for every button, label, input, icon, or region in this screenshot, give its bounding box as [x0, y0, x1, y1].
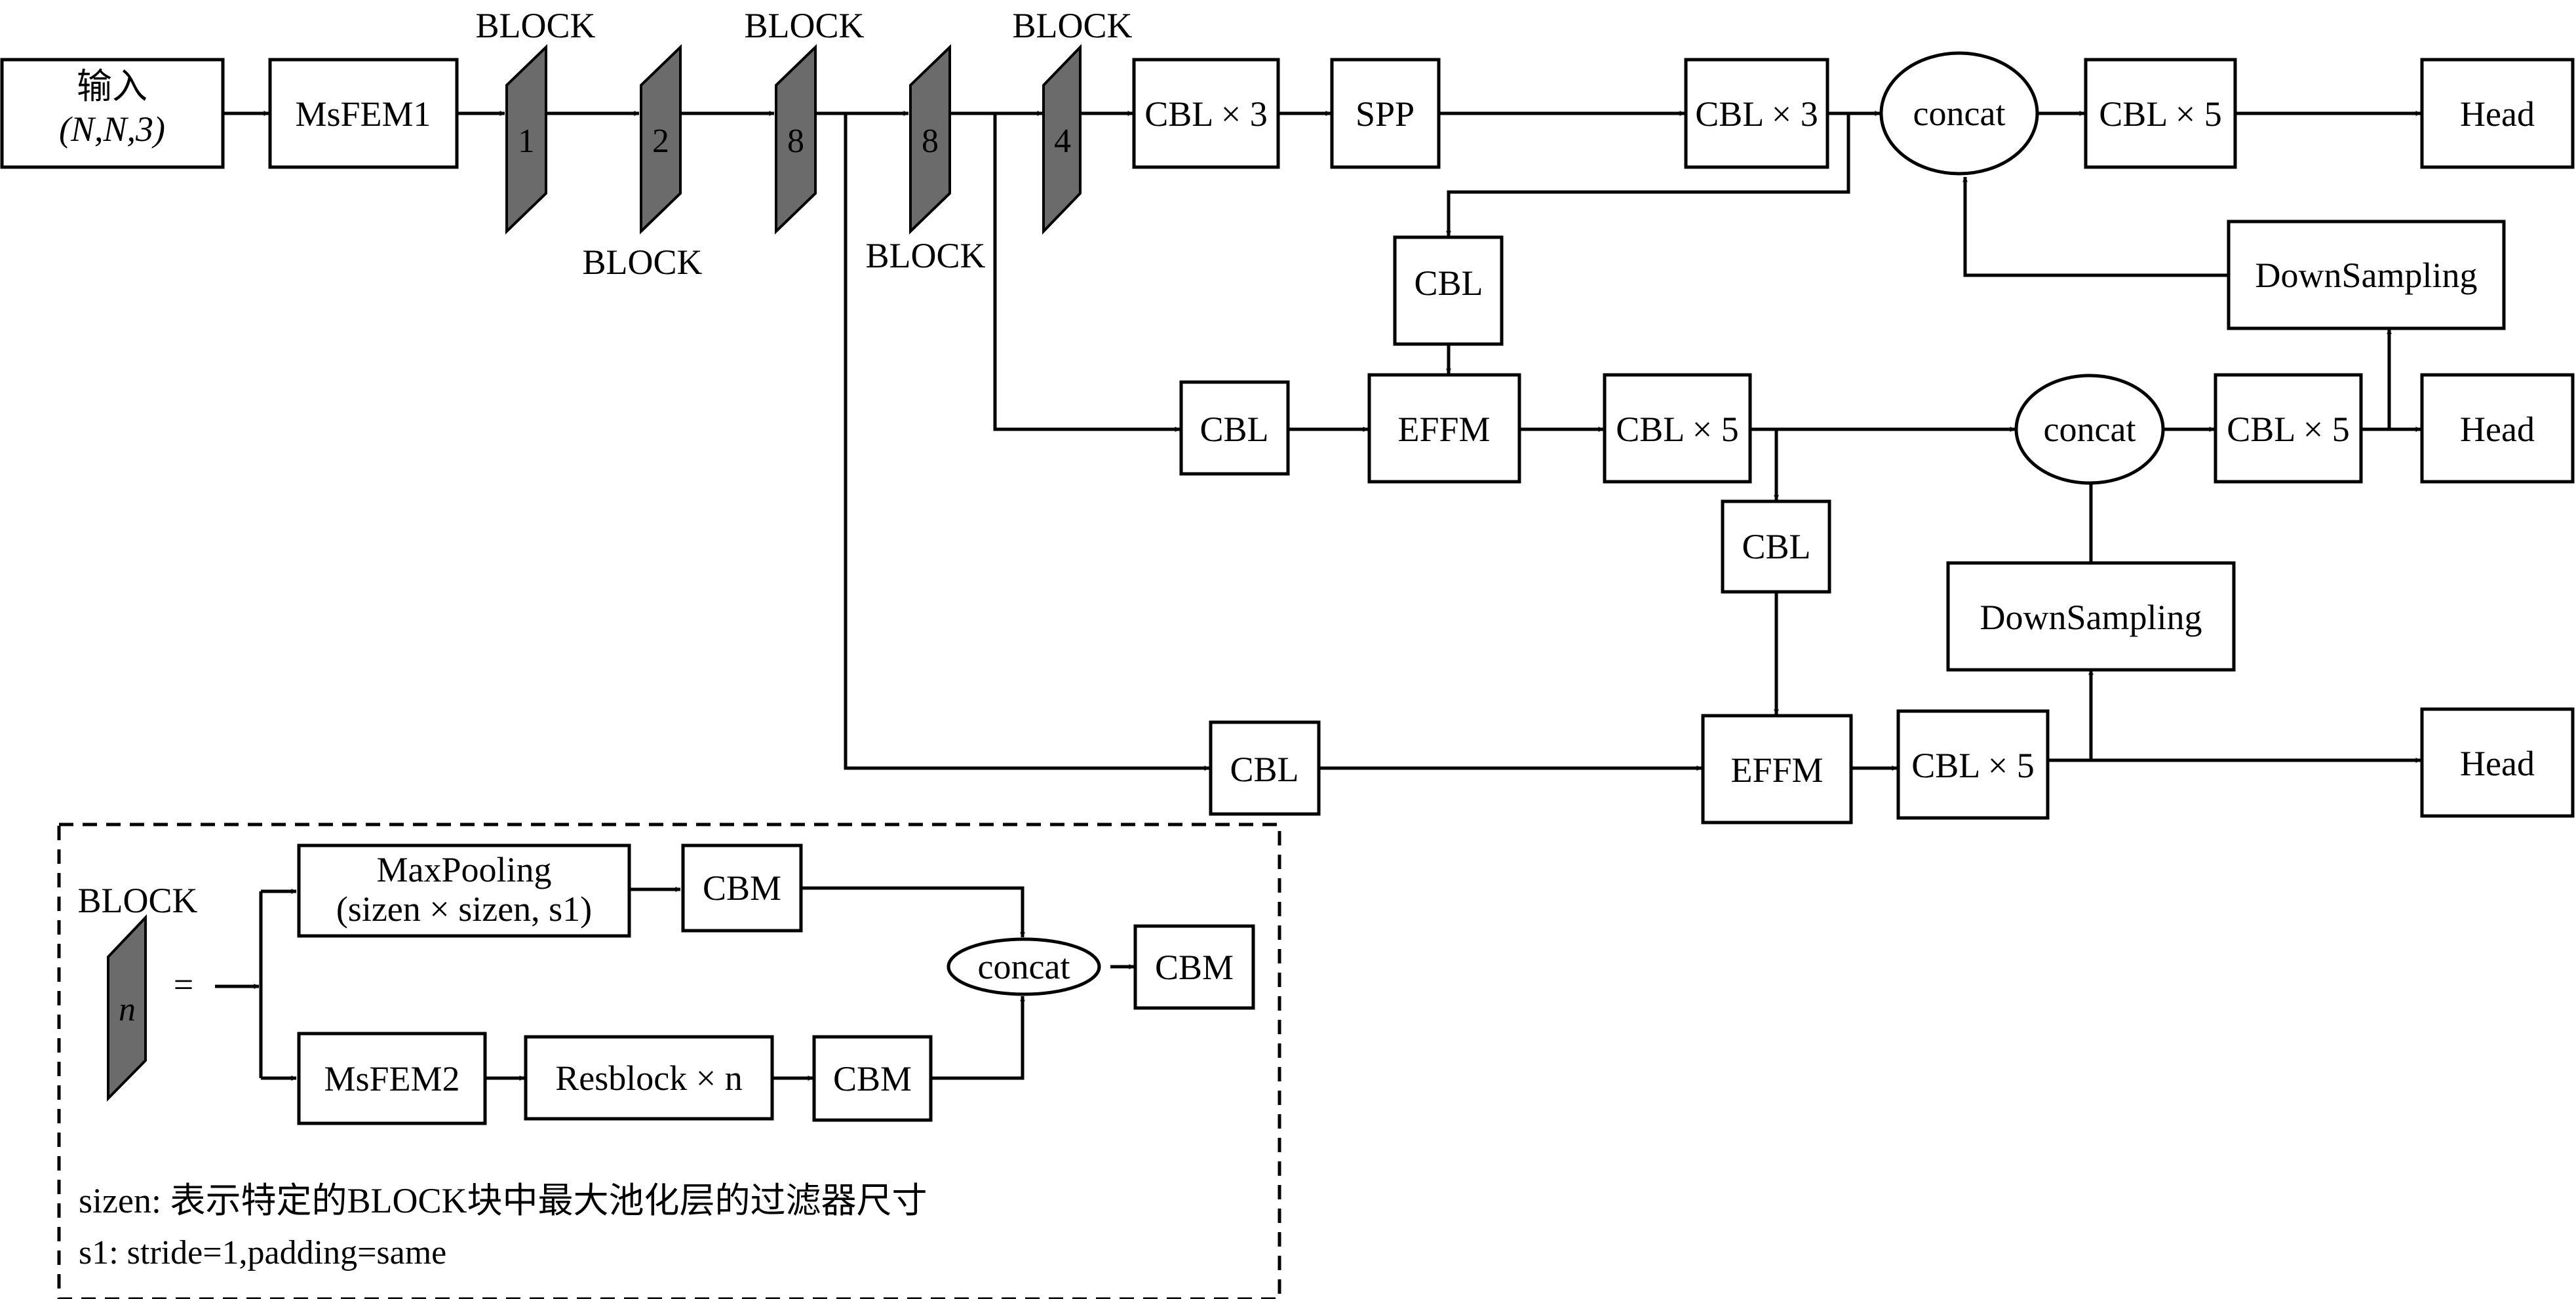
spp-node: SPP	[1330, 58, 1441, 169]
maxpooling-node: MaxPooling (sizen × sizen, s1)	[297, 843, 631, 938]
svg-text:CBL × 5: CBL × 5	[2227, 410, 2349, 449]
svg-text:DownSampling: DownSampling	[2255, 256, 2477, 295]
svg-text:SPP: SPP	[1356, 94, 1415, 134]
cbl-node-mid-down: CBL	[1721, 499, 1831, 594]
input-node: 输入 (N,N,3)	[0, 58, 225, 169]
svg-text:Head: Head	[2460, 94, 2535, 134]
svg-text:CBL × 5: CBL × 5	[1616, 410, 1738, 449]
legend-block-label: BLOCK	[77, 881, 197, 920]
svg-text:concat: concat	[2044, 410, 2136, 449]
svg-text:4: 4	[1054, 123, 1071, 160]
svg-text:CBL: CBL	[1742, 527, 1810, 566]
block-1: 1 BLOCK	[475, 6, 596, 235]
downsampling-node-mid: DownSampling	[1946, 561, 2236, 672]
block-legend: BLOCK n = MaxPooling (sizen × sizen, s1)…	[57, 823, 1281, 1299]
head-node-top: Head	[2420, 58, 2575, 169]
head-node-mid: Head	[2420, 373, 2575, 484]
svg-text:CBL × 5: CBL × 5	[2099, 94, 2221, 134]
effm-node-mid: EFFM	[1367, 373, 1521, 484]
svg-text:MsFEM1: MsFEM1	[295, 94, 431, 134]
svg-text:2: 2	[652, 123, 669, 160]
svg-text:EFFM: EFFM	[1730, 750, 1823, 790]
block-4-label: BLOCK	[865, 236, 985, 275]
block-3-label: BLOCK	[744, 6, 864, 45]
legend-equals: =	[174, 965, 193, 1004]
svg-text:MaxPooling: MaxPooling	[376, 850, 551, 889]
cbm-node-bottom: CBM	[812, 1035, 933, 1122]
svg-text:concat: concat	[978, 947, 1070, 986]
block-4: 8 BLOCK	[865, 44, 986, 275]
head-node-bottom: Head	[2420, 707, 2575, 818]
legend-note-sizen: sizen: 表示特定的BLOCK块中最大池化层的过滤器尺寸	[79, 1181, 927, 1220]
svg-text:1: 1	[518, 123, 535, 160]
svg-text:CBL: CBL	[1230, 750, 1298, 789]
input-shape: (N,N,3)	[59, 109, 165, 149]
block-5: 4 BLOCK	[1012, 6, 1133, 235]
cbm-node-top: CBM	[681, 843, 803, 933]
svg-text:concat: concat	[1913, 94, 2006, 133]
svg-text:DownSampling: DownSampling	[1980, 598, 2202, 637]
block-2: 2 BLOCK	[582, 44, 703, 282]
cbl3-node-a: CBL × 3	[1132, 58, 1280, 169]
svg-text:8: 8	[922, 123, 939, 160]
svg-text:CBL × 5: CBL × 5	[1911, 746, 2034, 785]
svg-text:Head: Head	[2460, 744, 2535, 783]
cbm-node-out: CBM	[1133, 924, 1255, 1010]
block-1-label: BLOCK	[475, 6, 595, 45]
cbl5-node-bottom: CBL × 5	[1896, 709, 2050, 820]
cbl3-node-b: CBL × 3	[1684, 58, 1829, 169]
block-5-label: BLOCK	[1012, 6, 1132, 45]
svg-text:CBM: CBM	[833, 1059, 912, 1098]
svg-text:CBM: CBM	[703, 868, 781, 908]
legend-note-s1: s1: stride=1,padding=same	[79, 1234, 446, 1271]
cbl5-node-mid: CBL × 5	[1603, 373, 1752, 484]
legend-block-n: n	[119, 991, 136, 1028]
msfem2-node: MsFEM2	[297, 1032, 487, 1125]
effm-node-bottom: EFFM	[1701, 714, 1853, 824]
cbl5-node-mid-right: CBL × 5	[2214, 373, 2363, 484]
svg-text:CBL: CBL	[1200, 410, 1268, 449]
block-3: 8 BLOCK	[744, 6, 865, 235]
svg-text:Head: Head	[2460, 410, 2535, 449]
svg-text:CBL: CBL	[1414, 263, 1483, 303]
svg-text:MsFEM2: MsFEM2	[324, 1059, 459, 1098]
concat-node-legend: concat	[946, 937, 1101, 996]
block-2-label: BLOCK	[582, 242, 702, 282]
cbl-node-bottom: CBL	[1209, 720, 1321, 816]
concat-node-mid: concat	[2014, 374, 2165, 485]
msfem1-node: MsFEM1	[268, 58, 459, 169]
svg-text:Resblock × n: Resblock × n	[555, 1058, 742, 1098]
cbl-node-mid-left: CBL	[1179, 380, 1290, 476]
svg-text:EFFM: EFFM	[1397, 410, 1490, 449]
cbl-node-upper: CBL	[1393, 235, 1504, 346]
svg-text:8: 8	[787, 123, 804, 160]
input-label: 输入	[77, 67, 147, 106]
concat-node-top: concat	[1879, 51, 2039, 176]
legend-block-shape	[107, 914, 147, 1102]
connectors	[215, 111, 2421, 1081]
resblock-node: Resblock × n	[524, 1035, 774, 1121]
downsampling-node-top: DownSampling	[2227, 220, 2506, 330]
svg-text:CBL × 3: CBL × 3	[1144, 94, 1267, 134]
svg-text:(sizen × sizen, s1): (sizen × sizen, s1)	[336, 889, 592, 929]
svg-text:CBL × 3: CBL × 3	[1695, 94, 1818, 134]
svg-text:CBM: CBM	[1155, 948, 1234, 987]
cbl5-node-top: CBL × 5	[2084, 58, 2237, 169]
